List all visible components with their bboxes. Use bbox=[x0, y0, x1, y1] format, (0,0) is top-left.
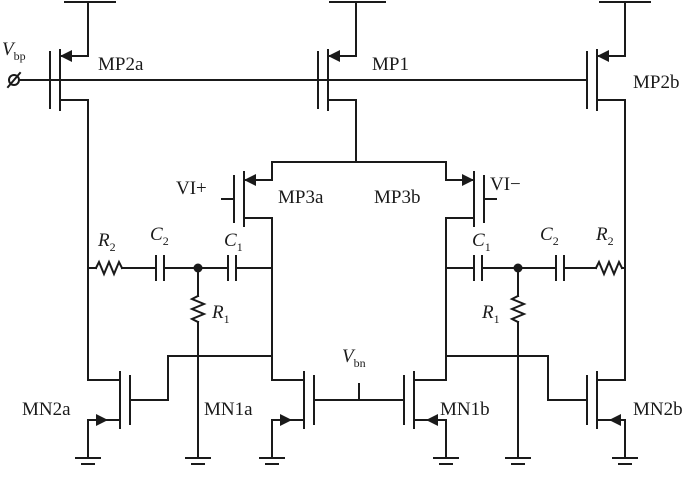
transistor-mn2a bbox=[87, 371, 169, 459]
label-mp3a: MP3a bbox=[278, 187, 324, 208]
transistor-mp3a bbox=[221, 171, 273, 381]
r1-right-resistor bbox=[509, 294, 527, 324]
mn2b-source-arrow bbox=[609, 414, 621, 426]
label-vi-minus: VI− bbox=[490, 174, 521, 195]
transistor-mp3b bbox=[445, 171, 497, 381]
label-r2-left: R2 bbox=[97, 230, 116, 254]
label-r2-right: R2 bbox=[595, 224, 614, 248]
label-r1-right: R1 bbox=[481, 302, 500, 326]
label-mn1a: MN1a bbox=[204, 399, 253, 420]
mp3a-source-arrow bbox=[244, 174, 256, 186]
vbp-bias-line bbox=[6, 71, 588, 89]
transistor-mp1 bbox=[317, 1, 357, 163]
right-compensation-network bbox=[445, 255, 626, 459]
mn2-gate-cross-wires bbox=[167, 355, 549, 401]
mp1-source-arrow bbox=[328, 50, 340, 62]
label-r1-left: R1 bbox=[211, 302, 230, 326]
r2-right-resistor bbox=[594, 259, 624, 277]
label-mn2b: MN2b bbox=[633, 399, 683, 420]
label-vbp: Vbp bbox=[2, 39, 26, 63]
transistor-mp2a bbox=[49, 1, 89, 381]
r1-left-resistor bbox=[189, 294, 207, 324]
label-mp1: MP1 bbox=[372, 54, 409, 75]
mn2a-source-arrow bbox=[96, 414, 108, 426]
transistor-mp2b bbox=[586, 1, 626, 381]
label-mn1b: MN1b bbox=[440, 399, 490, 420]
label-c1-left: C1 bbox=[224, 230, 243, 254]
mp2b-source-arrow bbox=[597, 50, 609, 62]
label-c1-right: C1 bbox=[472, 230, 491, 254]
label-mp3b: MP3b bbox=[374, 187, 420, 208]
transistor-mn1b bbox=[403, 371, 447, 459]
ground-symbols bbox=[75, 457, 638, 465]
label-c2-right: C2 bbox=[540, 224, 559, 248]
mp2a-source-arrow bbox=[60, 50, 72, 62]
label-vbn: Vbn bbox=[342, 346, 366, 370]
label-c2-left: C2 bbox=[150, 224, 169, 248]
label-mp2a: MP2a bbox=[98, 54, 144, 75]
mn1b-source-arrow bbox=[426, 414, 438, 426]
tail-node-wires bbox=[271, 161, 447, 181]
left-compensation-network bbox=[87, 255, 273, 459]
r2-left-resistor bbox=[94, 259, 124, 277]
transistor-mn1a bbox=[271, 371, 405, 459]
label-vi-plus: VI+ bbox=[176, 178, 207, 199]
mn1a-source-arrow bbox=[280, 414, 292, 426]
label-mn2a: MN2a bbox=[22, 399, 71, 420]
mp3b-source-arrow bbox=[462, 174, 474, 186]
label-mp2b: MP2b bbox=[633, 72, 679, 93]
transistor-mn2b bbox=[547, 371, 626, 459]
